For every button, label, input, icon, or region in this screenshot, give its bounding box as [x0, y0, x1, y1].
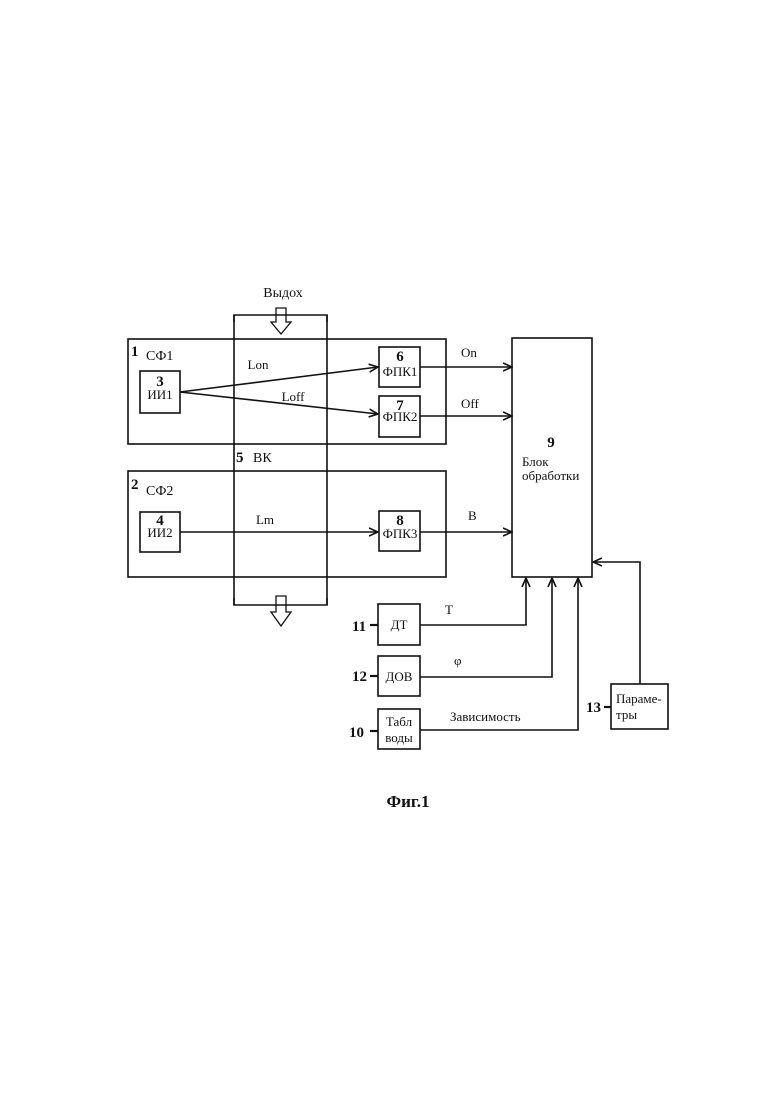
fpk1-label: ФПК1 — [383, 364, 418, 379]
processing-number: 9 — [547, 435, 555, 451]
temp-sensor-number: 11 — [352, 619, 366, 635]
sf1-number: 1 — [131, 344, 139, 360]
sf2-label: СФ2 — [146, 484, 173, 499]
top-bracket — [234, 315, 327, 322]
beam-lon — [180, 367, 378, 392]
fpk2-label: ФПК2 — [383, 409, 418, 424]
water-table-label-line1: Табл — [386, 714, 413, 729]
signal-params-line — [593, 562, 640, 684]
ii2-label: ИИ2 — [147, 525, 172, 540]
lm-label: Lm — [256, 512, 274, 527]
lon-label: Lon — [248, 357, 269, 372]
bottom-bracket — [234, 598, 327, 605]
signal-t-label: T — [445, 602, 453, 617]
figure-caption: Фиг.1 — [387, 792, 430, 811]
temp-sensor-label: ДТ — [391, 617, 408, 632]
processing-label-line1: Блок — [522, 454, 549, 469]
signal-on-label: On — [461, 345, 477, 360]
signal-phi-label: φ — [454, 653, 462, 668]
vk-number: 5 — [236, 450, 244, 466]
fpk1-number: 6 — [396, 349, 404, 365]
signal-off-label: Off — [461, 396, 479, 411]
humidity-sensor-label: ДОВ — [386, 669, 413, 684]
signal-dependency-line — [420, 578, 578, 730]
beam-loff — [180, 392, 378, 414]
vk-label: ВК — [253, 451, 272, 466]
params-label-line1: Параме- — [616, 691, 662, 706]
signal-phi-line — [420, 578, 552, 677]
signal-t-line — [420, 578, 526, 625]
fpk3-label: ФПК3 — [383, 526, 418, 541]
water-table-label-line2: воды — [385, 730, 413, 745]
exhale-label: Выдох — [263, 286, 303, 301]
signal-dependency-label: Зависимость — [450, 709, 521, 724]
outflow-down-arrow-icon — [271, 596, 291, 626]
sf2-number: 2 — [131, 477, 139, 493]
params-number: 13 — [586, 700, 601, 716]
loff-label: Loff — [282, 389, 306, 404]
ii1-label: ИИ1 — [147, 387, 172, 402]
humidity-sensor-number: 12 — [352, 669, 367, 685]
exhale-down-arrow-icon — [271, 308, 291, 334]
processing-label-line2: обработки — [522, 468, 579, 483]
water-table-number: 10 — [349, 725, 364, 741]
signal-b-label: B — [468, 508, 477, 523]
params-label-line2: тры — [616, 707, 637, 722]
sf1-label: СФ1 — [146, 349, 173, 364]
